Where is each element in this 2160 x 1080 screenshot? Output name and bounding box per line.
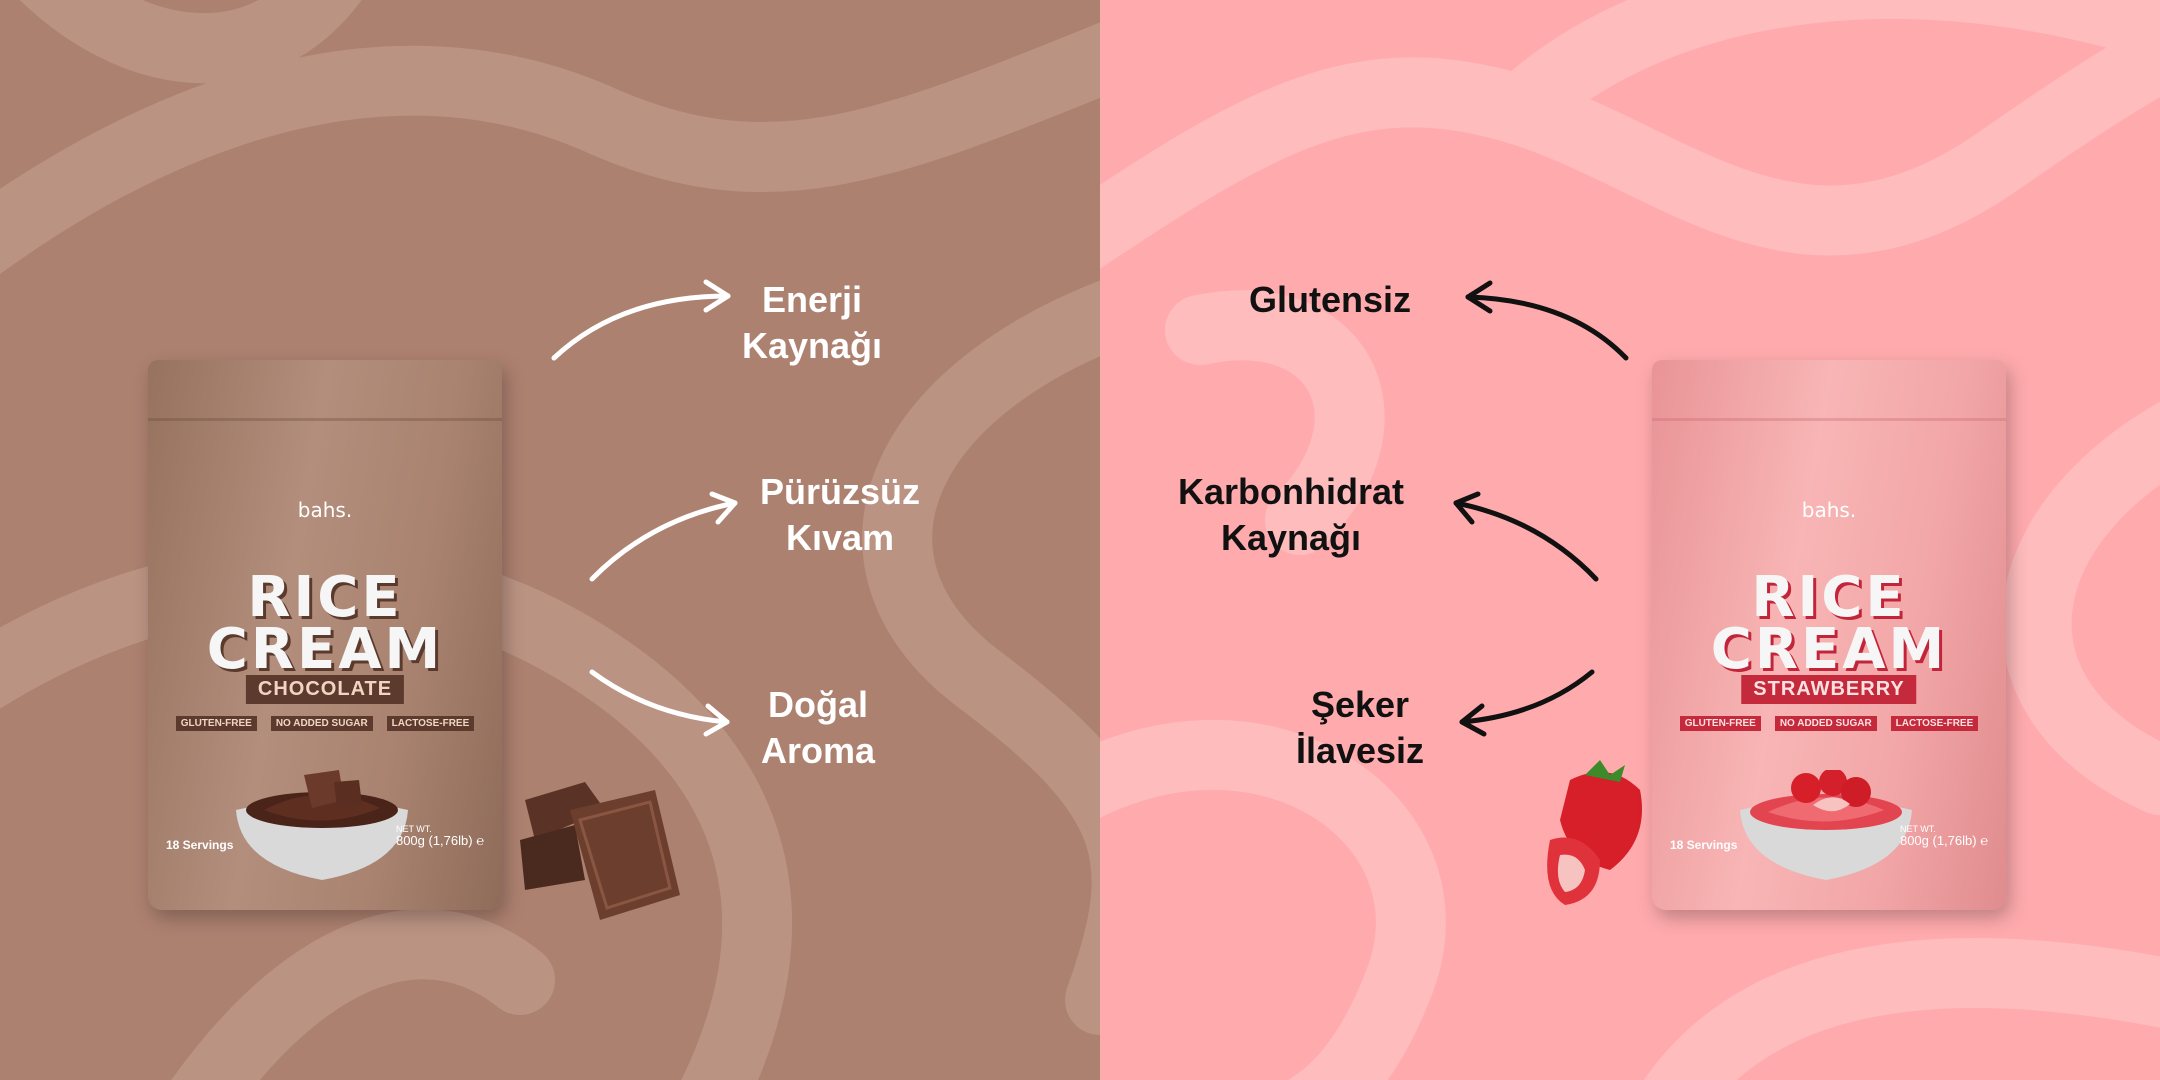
- net-weight: NET WT.800g (1,76lb) ℮: [396, 823, 484, 847]
- chocolate-product-package: bahs. RICE CREAM CHOCOLATE GLUTEN-FREE N…: [148, 360, 502, 910]
- net-weight-value: 800g (1,76lb) ℮: [1899, 833, 1988, 848]
- brand-logo: bahs.: [1801, 498, 1857, 522]
- badge-lactose-free: LACTOSE-FREE: [386, 716, 475, 731]
- pudding-bowl-image: [236, 770, 408, 880]
- product-title-line1: RICE: [1751, 565, 1907, 630]
- swirl-background: [1100, 0, 2160, 1080]
- badge-no-added-sugar: NO ADDED SUGAR: [270, 716, 373, 731]
- badge-gluten-free: GLUTEN-FREE: [175, 716, 257, 731]
- flavor-label: STRAWBERRY: [1741, 675, 1917, 704]
- net-weight: NET WT.800g (1,76lb) ℮: [1900, 823, 1988, 847]
- strawberry-product-package: bahs. RICE CREAM STRAWBERRY GLUTEN-FREE …: [1652, 360, 2006, 910]
- feature-text: Enerji: [761, 279, 863, 320]
- badge-no-added-sugar: NO ADDED SUGAR: [1774, 716, 1877, 731]
- brand-logo: bahs.: [297, 498, 353, 522]
- net-weight-label: NET WT.: [395, 824, 432, 834]
- net-weight-label: NET WT.: [1899, 824, 1936, 834]
- zipper-line: [148, 418, 502, 421]
- badge-row: GLUTEN-FREE NO ADDED SUGAR LACTOSE-FREE: [1652, 716, 2006, 731]
- feature-text: Aroma: [760, 730, 876, 771]
- product-title-line1: RICE: [247, 565, 403, 630]
- badge-gluten-free: GLUTEN-FREE: [1679, 716, 1761, 731]
- zipper-line: [1652, 418, 2006, 421]
- product-title-line2: CREAM: [206, 617, 444, 682]
- strawberries-image: [1547, 760, 1642, 905]
- badge-lactose-free: LACTOSE-FREE: [1890, 716, 1979, 731]
- feature-text: Pürüzsüz: [759, 471, 921, 512]
- servings-text: 18 Servings: [166, 838, 234, 852]
- feature-text: Kıvam: [785, 517, 895, 558]
- badge-row: GLUTEN-FREE NO ADDED SUGAR LACTOSE-FREE: [148, 716, 502, 731]
- feature-text: Karbonhidrat: [1177, 471, 1405, 512]
- flavor-label: CHOCOLATE: [245, 675, 405, 704]
- pudding-bowl-image: [1740, 770, 1912, 880]
- servings-text: 18 Servings: [1670, 838, 1738, 852]
- feature-text: Doğal: [767, 684, 868, 725]
- feature-gluten-free: Glutensiz: [1249, 277, 1411, 323]
- net-weight-value: 800g (1,76lb) ℮: [395, 833, 484, 848]
- swirl-background: [0, 0, 1100, 1080]
- feature-text: Şeker: [1310, 684, 1410, 725]
- product-title-line2: CREAM: [1710, 617, 1948, 682]
- feature-text: İlavesiz: [1295, 730, 1425, 771]
- feature-text: Kaynağı: [1220, 517, 1362, 558]
- feature-text: Kaynağı: [741, 325, 883, 366]
- feature-text: Glutensiz: [1248, 279, 1412, 320]
- chocolate-pieces-image: [520, 782, 680, 920]
